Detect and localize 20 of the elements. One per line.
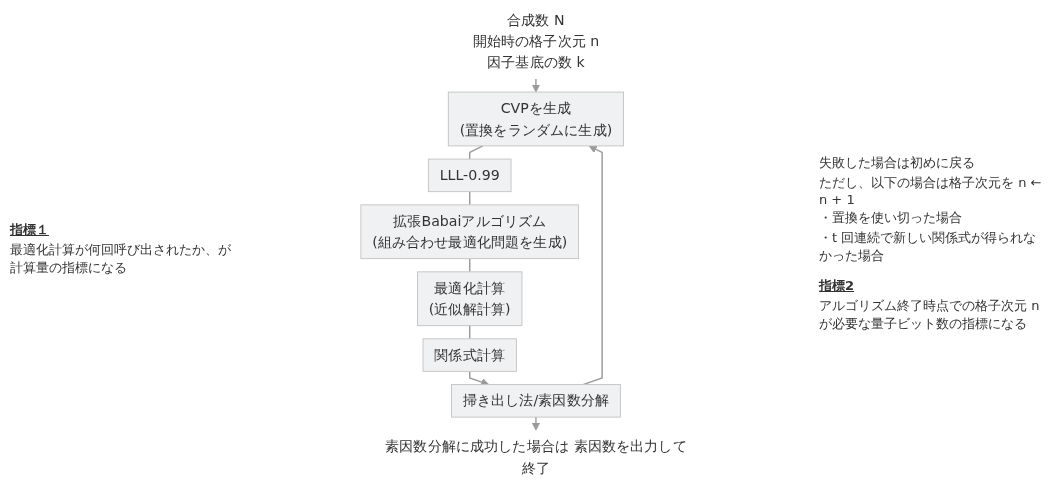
node-box: 関係式計算 (422, 337, 517, 372)
note-text: 失敗した場合は初めに戻る (819, 154, 976, 172)
arrow (468, 370, 490, 386)
node-box: 掃き出し法/素因数分解 (450, 383, 621, 418)
note-text: ・置換を使い切った場合 (819, 209, 963, 227)
node-box: LLL-0.99 (427, 158, 512, 192)
node-box: CVPを生成 (置換をランダムに生成) (447, 91, 624, 146)
node-box: 拡張Babaiアルゴリズム (組み合わせ最適化問題を生成) (360, 203, 579, 259)
note-text: ・t 回連続で新しい関係式が得られなかった場合 (819, 229, 1038, 265)
note-text: ただし、以下の場合は格子次元を n ← n + 1 (819, 174, 1043, 207)
arrow (531, 77, 541, 92)
note-heading: 指標2 (819, 277, 856, 295)
connector (468, 144, 484, 160)
note-heading: 指標１ (10, 220, 50, 239)
node-box: 最適化計算 (近似解計算) (416, 270, 523, 326)
note-text: 最適化計算が何回呼び出されたか、が計算量の指標になる (10, 240, 232, 277)
node-text: 素因数分解に成功した場合は 素因数を出力して終了 (385, 437, 687, 476)
node-text: 合成数 N 開始時の格子次元 n 因子基底の数 k (472, 10, 600, 71)
note-text: アルゴリズム終了時点での格子次元 n が必要な量子ビット数の指標になる (819, 297, 1041, 333)
arrow (531, 415, 541, 431)
